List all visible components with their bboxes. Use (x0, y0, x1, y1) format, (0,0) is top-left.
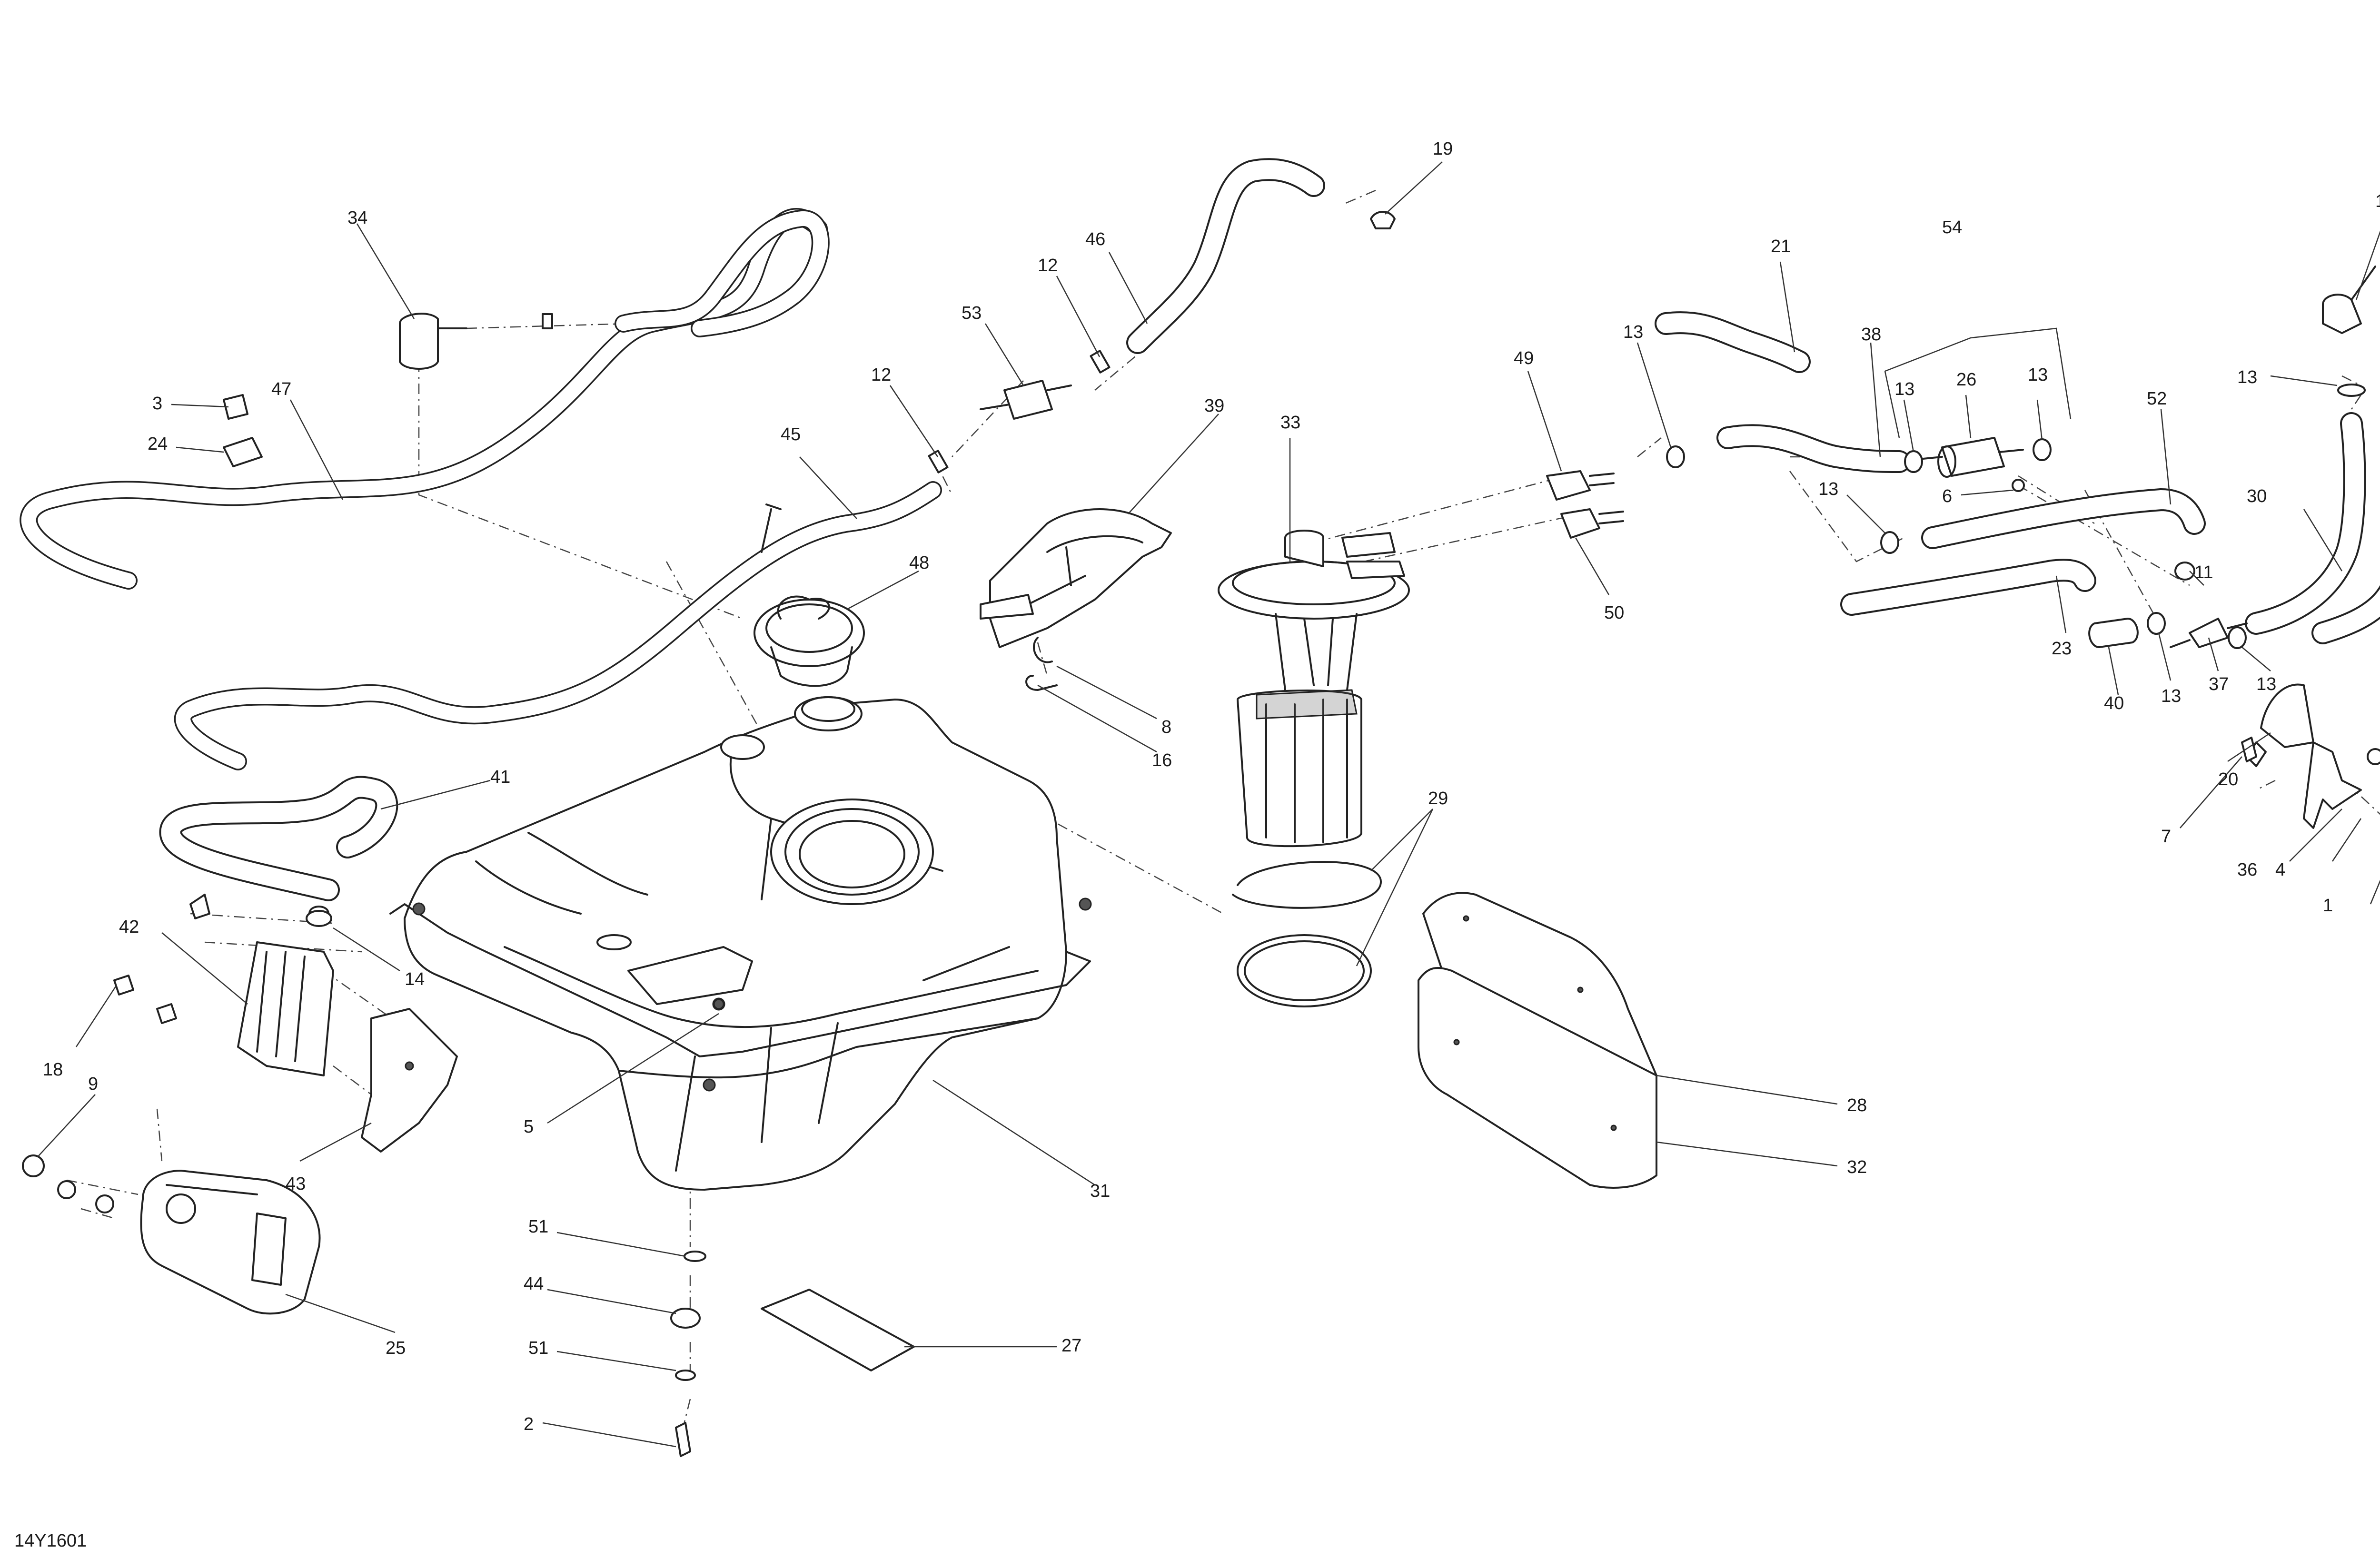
callout-44: 44 (524, 1274, 544, 1294)
bracket-20-36 (2246, 683, 2380, 829)
pump-seal-rings (1232, 861, 1382, 1007)
connector-49 (1546, 470, 1615, 501)
callout-39: 39 (1204, 396, 1224, 416)
callout-1: 1 (2323, 896, 2333, 916)
fuel-tank (389, 696, 1092, 1191)
rollover-valve-34 (399, 313, 553, 370)
callout-13g: 13 (2237, 367, 2257, 387)
hose-38 (1716, 424, 1911, 473)
clip-19 (1370, 211, 1396, 229)
pad-28 (1422, 892, 1657, 1076)
callout-6: 6 (1942, 486, 1952, 506)
callout-41: 41 (490, 767, 510, 787)
callout-5: 5 (524, 1117, 534, 1137)
hose-46 (1126, 158, 1325, 354)
clip-8-16 (1025, 637, 1058, 691)
fasteners-9 (22, 1154, 114, 1213)
callout-14: 14 (405, 969, 425, 989)
canister-25 (140, 1170, 321, 1315)
callout-7: 7 (2161, 827, 2171, 847)
bracket-43 (361, 1008, 458, 1153)
valve-53 (980, 380, 1072, 420)
callout-16: 16 (1152, 750, 1172, 770)
callout-4: 4 (2275, 860, 2285, 880)
callout-11: 11 (2194, 562, 2213, 582)
callout-12b: 12 (1038, 256, 1058, 276)
callout-43: 43 (286, 1174, 306, 1194)
small-fasteners (306, 479, 2257, 1010)
hose-23 (1840, 559, 2096, 616)
callout-30: 30 (2247, 486, 2267, 506)
callout-12a: 12 (871, 365, 891, 385)
callout-3: 3 (152, 394, 162, 414)
callout-13a: 13 (1623, 322, 1643, 342)
callout-38: 38 (1861, 325, 1881, 345)
hose-47-fuel-vent-line (20, 208, 830, 590)
callout-24: 24 (148, 434, 168, 454)
callout-47: 47 (271, 379, 291, 399)
callout-labels: 1 2 3 4 5 6 7 8 9 11 12 12 13 13 13 13 1… (43, 139, 2380, 1434)
pad-32 (1418, 967, 1657, 1189)
callout-42: 42 (119, 917, 139, 937)
filler-cap (754, 595, 865, 687)
callout-28: 28 (1847, 1095, 1867, 1115)
fittings (2088, 562, 2248, 648)
hose-22 (2311, 585, 2380, 644)
callout-36: 36 (2237, 860, 2257, 880)
elbow-fitting-15 (2322, 266, 2376, 334)
module-42 (237, 941, 334, 1076)
hose-52 (1921, 488, 2206, 549)
callout-2: 2 (524, 1414, 534, 1434)
callout-27: 27 (1061, 1336, 1081, 1356)
callout-26: 26 (1956, 370, 1976, 390)
callout-31: 31 (1090, 1181, 1110, 1201)
callout-8: 8 (1161, 717, 1171, 737)
mount-hardware (670, 1251, 706, 1457)
callout-53: 53 (962, 303, 982, 323)
hose-45-rollover-vent-line (174, 481, 942, 770)
clamps-13 (1666, 384, 2366, 649)
callout-51a: 51 (528, 1217, 548, 1237)
callout-46: 46 (1085, 229, 1105, 249)
callout-18: 18 (43, 1060, 63, 1080)
pad-27 (761, 1289, 915, 1371)
callout-19: 19 (1433, 139, 1453, 159)
callout-23: 23 (2052, 639, 2072, 659)
callout-34: 34 (347, 208, 367, 228)
connector-50 (1560, 508, 1624, 539)
callout-21: 21 (1771, 237, 1791, 256)
bracket-39 (980, 508, 1172, 648)
leader-lines (38, 161, 2380, 1448)
callout-25: 25 (386, 1338, 406, 1358)
figure-code: 14Y1601 (14, 1531, 87, 1551)
fuel-pump-module (1218, 530, 1410, 848)
hose-41 (159, 776, 398, 901)
hose-30 (2245, 412, 2366, 635)
callout-40: 40 (2104, 693, 2124, 713)
callout-50: 50 (1604, 603, 1624, 623)
callout-49: 49 (1514, 348, 1534, 368)
callout-13e: 13 (2161, 686, 2181, 706)
callout-51b: 51 (528, 1338, 548, 1358)
callout-48: 48 (909, 553, 929, 573)
callout-15: 15 (2375, 191, 2380, 211)
callout-13b: 13 (1894, 379, 1914, 399)
callout-29: 29 (1428, 789, 1448, 809)
callout-33: 33 (1280, 413, 1300, 433)
callout-32: 32 (1847, 1157, 1867, 1177)
callout-37: 37 (2209, 674, 2229, 694)
callout-13d: 13 (1818, 479, 1838, 499)
fuel-filter (1904, 437, 2052, 478)
callout-9: 9 (88, 1074, 98, 1094)
callout-13f: 13 (2256, 674, 2276, 694)
callout-20: 20 (2218, 769, 2238, 789)
connectors-12 (928, 350, 1111, 473)
small-parts-3-24 (223, 394, 263, 467)
callout-45: 45 (781, 424, 801, 444)
callout-13c: 13 (2028, 365, 2048, 385)
hose-21 (1655, 311, 1811, 373)
callout-52: 52 (2147, 389, 2167, 409)
callout-54: 54 (1942, 217, 1962, 237)
